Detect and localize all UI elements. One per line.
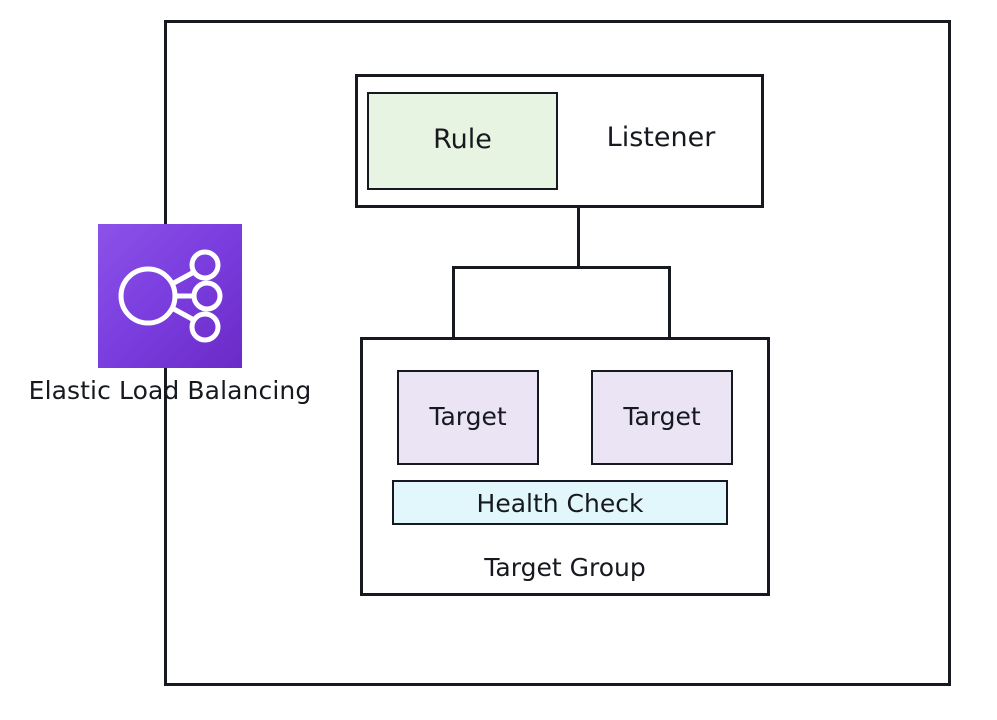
connector-listener-stem <box>577 208 580 269</box>
connector-leg-right <box>668 266 671 353</box>
rule-box <box>367 92 558 190</box>
listener-label: Listener <box>606 122 716 153</box>
elastic-load-balancing-icon <box>98 224 242 368</box>
rule-label: Rule <box>433 124 492 155</box>
target-label-right: Target <box>623 402 701 431</box>
target-label-left: Target <box>429 402 507 431</box>
elastic-load-balancing-node: Elastic Load Balancing <box>20 224 320 414</box>
elastic-load-balancing-label: Elastic Load Balancing <box>28 376 312 405</box>
target-box-left <box>397 370 539 465</box>
connector-split-bar <box>452 266 671 269</box>
target-box-right <box>591 370 733 465</box>
health-check-box <box>392 480 728 525</box>
connector-leg-left <box>452 266 455 353</box>
target-group-label: Target Group <box>484 553 646 582</box>
health-check-label: Health Check <box>476 489 644 518</box>
